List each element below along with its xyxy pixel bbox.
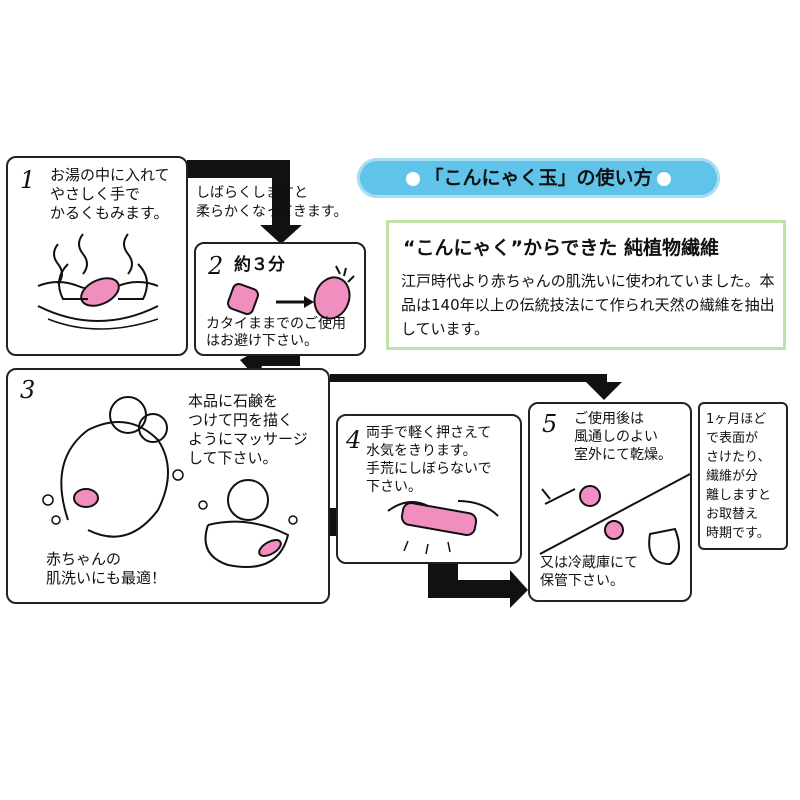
bullet-right-icon [656,171,671,186]
step5-text: ご使用後は 風通しのよい 室外にて乾燥。 [574,411,672,463]
step3-number: 3 [20,376,36,404]
info-heading: “こんにゃく”からできた 純植物繊維 [403,237,720,259]
step3-text: 本品に石鹸を つけて円を描く ようにマッサージ して下さい。 [188,392,308,467]
note-text: 1ヶ月ほど で表面が さけたり、 繊維が分 離しますと お取替え 時期です。 [706,412,772,541]
arrow-1-to-2 [187,160,302,244]
title-text: 「こんにゃく玉」の使い方 [424,167,653,189]
step1-text: お湯の中に入れて やさしく手で かるくもみます。 [50,166,170,222]
arrow-3-to-5 [330,374,622,400]
bullet-left-icon [406,171,421,186]
step2-box: 2 約３分 カタイままでのご使用 はお避け下さい。 [194,242,366,356]
step4-text: 両手で軽く押さえて 水気をきります。 手荒にしぼらないで 下さい。 [366,425,492,495]
info-body: 江戸時代より赤ちゃんの肌洗いに使われていました。本品は140年以上の伝統技法にて… [401,272,775,338]
step5-illustration-icon [539,473,691,566]
transition-1-2-text: しばらくしますと 柔らかくなってきます。 [196,185,348,220]
info-box: “こんにゃく”からできた 純植物繊維 江戸時代より赤ちゃんの肌洗いに使われていま… [386,220,786,350]
title-banner: 「こんにゃく玉」の使い方 [357,158,720,198]
step2-caution: カタイままでのご使用 はお避け下さい。 [206,316,346,349]
step5-number: 5 [542,410,558,438]
step1-illustration-icon [37,233,159,330]
step3-box: 3 本品に石鹸を つけて円を描く ようにマッサージ して下さい。 赤ちゃんの 肌… [6,368,330,604]
step4-box: 4 両手で軽く押さえて 水気をきります。 手荒にしぼらないで 下さい。 [336,414,522,564]
arrow-4-to-5 [428,560,528,608]
step5-alt: 又は冷蔵庫にて 保管下さい。 [540,555,638,589]
step2-label: 約３分 [234,255,285,275]
step3-illustration-icon [42,396,298,568]
step2-number: 2 [208,252,224,280]
step4-number: 4 [346,426,362,454]
step3-caption: 赤ちゃんの 肌洗いにも最適！ [46,550,167,587]
step1-number: 1 [20,166,36,194]
step4-illustration-icon [387,500,499,555]
step1-box: 1 お湯の中に入れて やさしく手で かるくもみます。 [6,156,188,356]
step5-box: 5 ご使用後は 風通しのよい 室外にて乾燥。 又は冷蔵庫にて 保管下さい。 [528,402,692,602]
step2-illustration-icon [227,265,355,320]
note-box: 1ヶ月ほど で表面が さけたり、 繊維が分 離しますと お取替え 時期です。 [698,402,788,550]
